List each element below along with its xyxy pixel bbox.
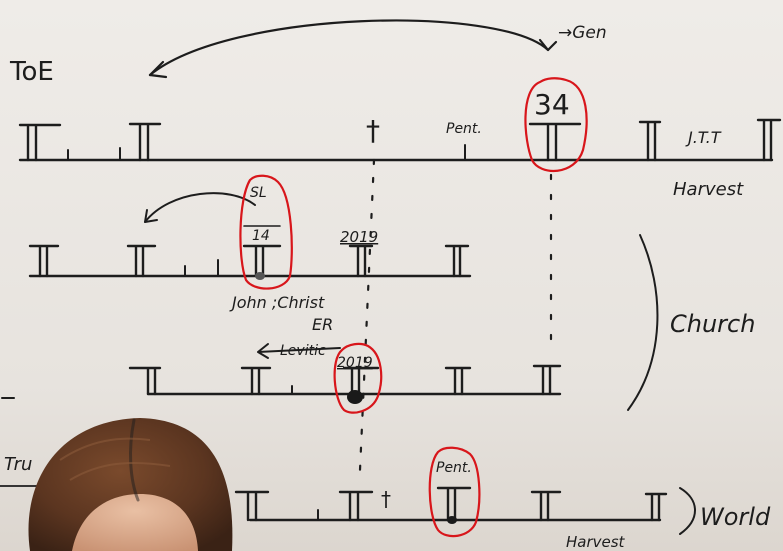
year-2019-label-b: 2019 [337,355,373,371]
church-label: Church [670,310,755,338]
red-circle-sl14 [239,174,293,290]
num-14-label: 14 [252,228,270,244]
jtt-label: J.T.T [685,128,722,147]
er-label: ER [312,315,333,334]
timeline-1 [18,118,782,162]
leviticus-label: Levitic [280,343,326,359]
top-arrow-arc [148,19,558,79]
marker-dot-2019 [347,390,363,404]
red-circle-2019 [333,342,383,414]
dotted-guides [358,158,553,472]
john-christ-label: John ;Christ [229,293,325,312]
harvest-label-top: Harvest [673,179,744,200]
marker-dot-pent [447,516,457,524]
marker-dot-14 [255,272,265,280]
year-2019-label-a: 2019 [340,228,378,246]
pent-label-bottom: Pent. [436,460,472,476]
red-circle-pent [428,446,481,538]
world-label: World [700,503,771,531]
presenter-head [28,418,233,551]
cross-top: † [366,114,380,147]
harvest-label-bottom: Harvest [566,533,626,551]
pent-label-top: Pent. [446,121,482,137]
cross-bottom: † [381,487,391,511]
church-brace [627,234,659,411]
toe-label: ToE [9,57,54,87]
gen-label: →Gen [558,23,607,43]
timeline-2 [28,192,472,278]
sl-label: SL [250,185,267,201]
year-34-label: 34 [534,88,570,121]
red-circle-34 [524,77,588,173]
tru-label: Tru [4,454,32,475]
